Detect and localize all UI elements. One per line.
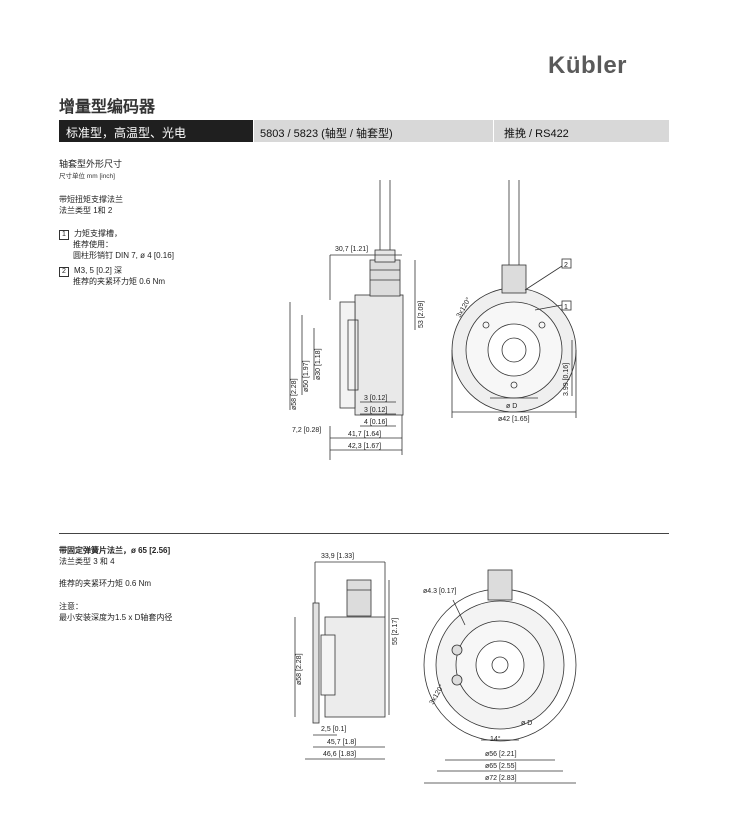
dim-4-3: ø4.3 [0.17] bbox=[423, 588, 457, 595]
s2-hole-2 bbox=[451, 674, 463, 686]
section2-note-title: 注意： bbox=[59, 602, 83, 611]
label-1: 1 bbox=[564, 304, 568, 311]
dim-46-6: 46,6 [1.83] bbox=[323, 751, 356, 758]
s2-hole-1 bbox=[451, 644, 463, 656]
note2: 2 M3, 5 [0.2] 深 bbox=[59, 265, 122, 277]
note2-line2: 推荐的夹紧环力矩 0.6 Nm bbox=[73, 277, 166, 286]
dim-7-2: 7,2 [0.28] bbox=[292, 427, 321, 434]
note1-line1: 力矩支撑槽， bbox=[74, 229, 122, 238]
section1-unit: 尺寸单位 mm [inch] bbox=[59, 173, 115, 180]
header-category: 标准型，高温型、光电 bbox=[66, 126, 187, 140]
dim-30: ø30 [1.18] bbox=[315, 348, 322, 380]
s2-front-connector bbox=[487, 569, 513, 601]
section1-heading: 轴套型外形尺寸 bbox=[59, 159, 123, 169]
dim-56: ø56 [2.21] bbox=[485, 751, 517, 758]
dim-42-3: 42,3 [1.67] bbox=[348, 443, 381, 450]
s2-spring-plate bbox=[312, 602, 320, 724]
dim-41-7: 41,7 [1.64] bbox=[348, 431, 381, 438]
front-screw-2 bbox=[482, 321, 490, 329]
side-flange-outline bbox=[339, 301, 356, 409]
dim-2-5: 2,5 [0.1] bbox=[321, 726, 346, 733]
hollow-shaft-drawing: 30,7 [1.21] 53 [2.09] ø58 [2.28] ø50 [1.… bbox=[289, 180, 577, 460]
side-gland-top bbox=[374, 249, 396, 263]
dim-phiD2: ø D bbox=[521, 720, 532, 727]
dim-58b: ø58 [2.28] bbox=[296, 653, 303, 685]
dim-3b: 3 [0.12] bbox=[364, 407, 387, 414]
note2-line1: M3, 5 [0.2] 深 bbox=[74, 266, 123, 275]
side-hub-outline bbox=[347, 319, 359, 391]
note2-number: 2 bbox=[59, 267, 69, 277]
dim-phiD: ø D bbox=[506, 403, 517, 410]
header-interface-cell: 推挽 / RS422 bbox=[494, 120, 669, 142]
dim-65: ø65 [2.55] bbox=[485, 763, 517, 770]
section2-flange-type: 法兰类型 3 和 4 bbox=[59, 557, 115, 566]
s2-hub bbox=[320, 634, 336, 696]
dim-53: 53 [2.09] bbox=[418, 301, 425, 328]
header-model: 5803 / 5823 (轴型 / 轴套型) bbox=[260, 128, 393, 140]
note1-number: 1 bbox=[59, 230, 69, 240]
section2-heading: 带固定弹簧片法兰，ø 65 [2.56] bbox=[59, 546, 171, 555]
section1-flange-desc: 带短扭矩支撑法兰 bbox=[59, 195, 123, 204]
leader-2 bbox=[524, 265, 563, 291]
dim-55: 55 [2.17] bbox=[392, 618, 399, 645]
dim-33-9: 33,9 [1.33] bbox=[321, 553, 354, 560]
s2-shaft-circle bbox=[491, 656, 509, 674]
dim-72: ø72 [2.83] bbox=[485, 775, 517, 782]
front-screw-1 bbox=[538, 321, 546, 329]
note1-line2: 推荐使用： bbox=[73, 240, 113, 249]
leader-4-3 bbox=[452, 599, 466, 626]
dim-4: 4 [0.16] bbox=[364, 419, 387, 426]
section2-torque: 推荐的夹紧环力矩 0.6 Nm bbox=[59, 579, 152, 588]
section-divider bbox=[59, 533, 669, 534]
leader-1 bbox=[534, 304, 563, 311]
label-2: 2 bbox=[564, 262, 568, 269]
section1-flange-type: 法兰类型 1和 2 bbox=[59, 206, 113, 215]
dim-50: ø50 [1.97] bbox=[303, 360, 310, 392]
note1-line3: 圆柱形销钉 DIN 7, ø 4 [0.16] bbox=[73, 251, 174, 260]
spring-flange-drawing: 33,9 [1.33] 55 [2.17] ø58 [2.28] 2,5 [0.… bbox=[294, 553, 577, 784]
header-model-cell: 5803 / 5823 (轴型 / 轴套型) bbox=[254, 120, 493, 142]
front-screw-3 bbox=[510, 381, 518, 389]
dim-3-99: 3.99 [0.16] bbox=[563, 363, 570, 396]
header-interface: 推挽 / RS422 bbox=[504, 128, 569, 140]
s2-connector bbox=[346, 579, 372, 617]
dim-42: ø42 [1.65] bbox=[498, 416, 530, 423]
note1: 1 力矩支撑槽， bbox=[59, 228, 122, 240]
section2-note-text: 最小安装深度为1.5 x D轴套内径 bbox=[59, 613, 173, 622]
dim-58: ø58 [2.28] bbox=[291, 378, 298, 410]
front-shaft-circle bbox=[501, 337, 527, 363]
header-category-cell: 标准型，高温型、光电 bbox=[59, 120, 253, 142]
dim-14: 14° bbox=[490, 735, 501, 743]
dim-30-7: 30,7 [1.21] bbox=[335, 246, 368, 253]
dim-45-7: 45,7 [1.8] bbox=[327, 739, 356, 746]
dim-3a: 3 [0.12] bbox=[364, 395, 387, 402]
page-title: 增量型编码器 bbox=[59, 99, 156, 116]
kubler-logo: Kübler bbox=[548, 52, 628, 79]
front-gland bbox=[501, 264, 527, 294]
side-body-outline bbox=[354, 294, 404, 416]
side-gland-outline bbox=[369, 259, 401, 297]
